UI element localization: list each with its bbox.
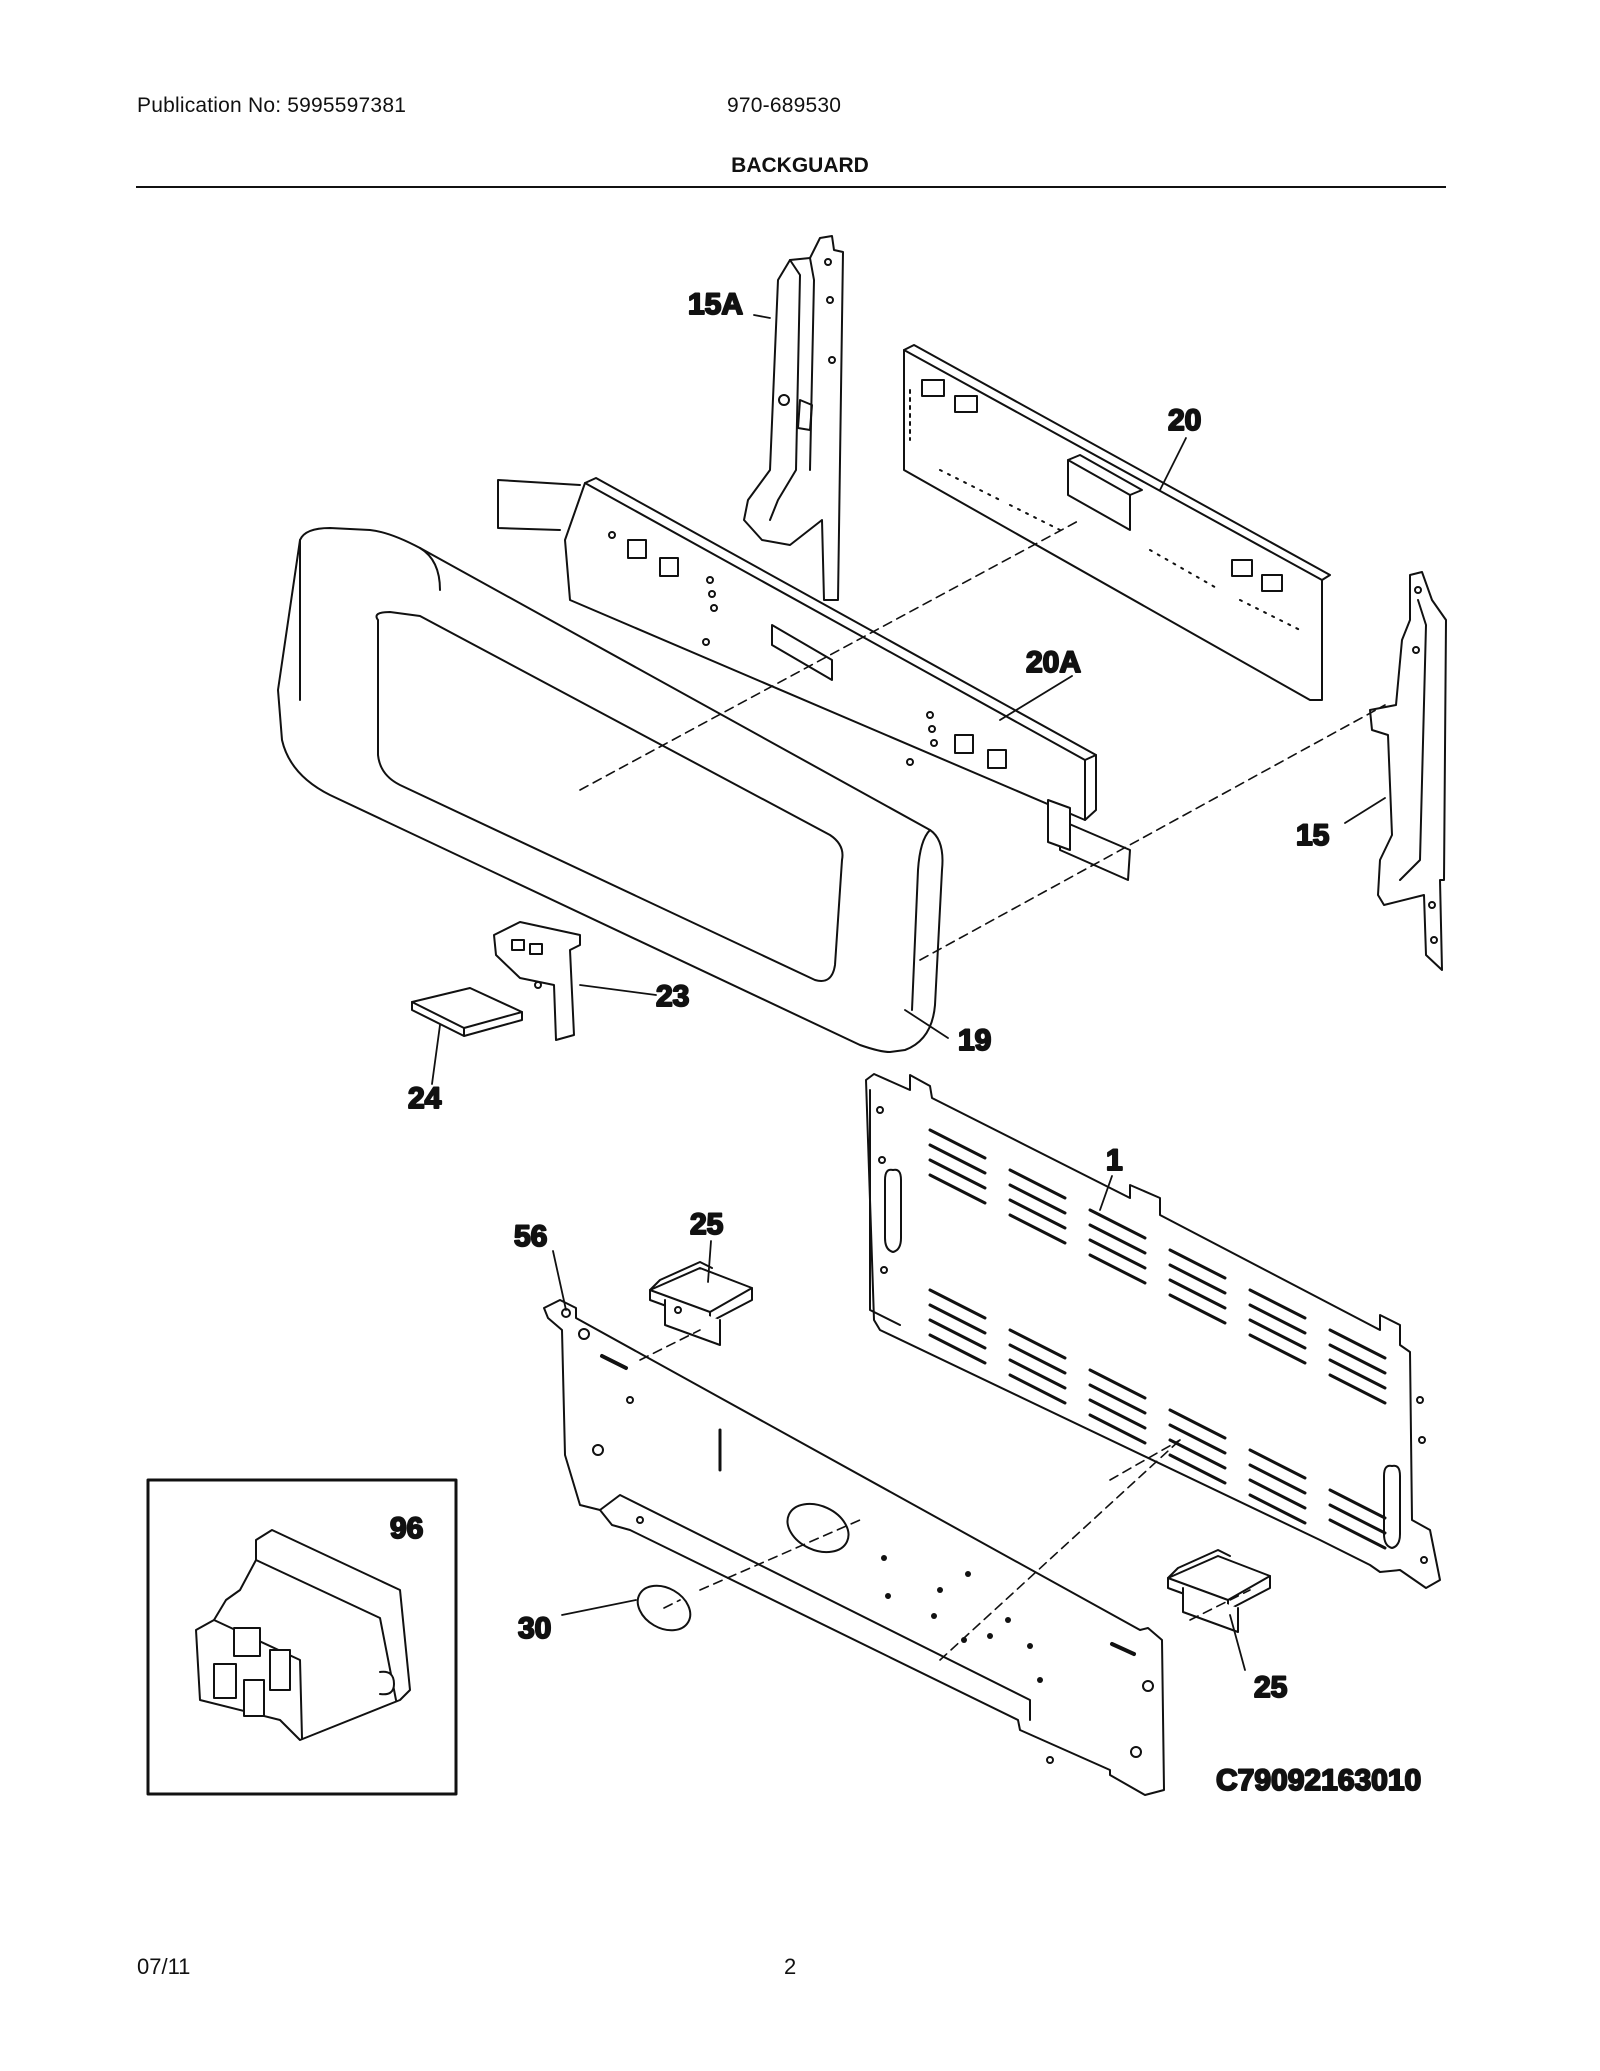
model-number: 970-689530 (727, 94, 842, 117)
part-19-backguard-panel (277, 527, 944, 1053)
footer-page-number: 2 (784, 1954, 797, 1979)
callout-20a: 20A (1026, 646, 1081, 679)
callout-20: 20 (1168, 404, 1201, 437)
part-96-switch (195, 1529, 411, 1741)
callout-1: 1 (1106, 1144, 1123, 1177)
callout-25-lower: 25 (1254, 1671, 1287, 1704)
part-20a-panel-bracket (497, 477, 1131, 881)
assembly-lines (579, 519, 1386, 1661)
part-23-latch (493, 921, 581, 1041)
part-24-clip (411, 987, 523, 1037)
callout-56: 56 (514, 1220, 547, 1253)
callout-25-upper: 25 (690, 1208, 723, 1241)
louver-grid-upper (928, 1128, 1387, 1405)
part-15a-bracket (743, 235, 844, 601)
callout-15: 15 (1296, 819, 1329, 852)
section-title: BACKGUARD (731, 154, 869, 177)
callout-24: 24 (408, 1082, 442, 1115)
drawing-code: C79092163010 (1216, 1764, 1421, 1797)
part-1-rear-panel (865, 1073, 1441, 1589)
part-25-clip-lower (1167, 1549, 1271, 1633)
callout-23: 23 (656, 980, 689, 1013)
part-25-clip-upper (649, 1261, 753, 1346)
part-96-inset-box (146, 1478, 458, 1796)
callout-96: 96 (390, 1512, 423, 1545)
callout-15a: 15A (688, 288, 743, 321)
header-rule (136, 186, 1446, 188)
part-20-control-board (903, 344, 1331, 701)
callout-30: 30 (518, 1612, 551, 1645)
leader-lines (431, 314, 1386, 1671)
publication-number: Publication No: 5995597381 (137, 94, 407, 117)
louver-grid-lower (928, 1288, 1387, 1550)
part-56-lower-bracket (543, 1299, 1165, 1796)
footer-date: 07/11 (137, 1954, 191, 1979)
callout-19: 19 (958, 1024, 991, 1057)
part-15-bracket (1369, 571, 1447, 971)
